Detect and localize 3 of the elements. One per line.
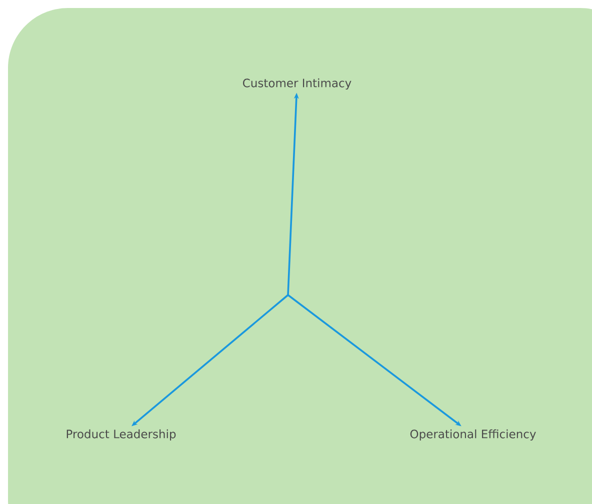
axis-label: Product Leadership (66, 429, 176, 441)
axis-label: Customer Intimacy (243, 78, 352, 90)
axis-label: Operational Efficiency (410, 429, 536, 441)
